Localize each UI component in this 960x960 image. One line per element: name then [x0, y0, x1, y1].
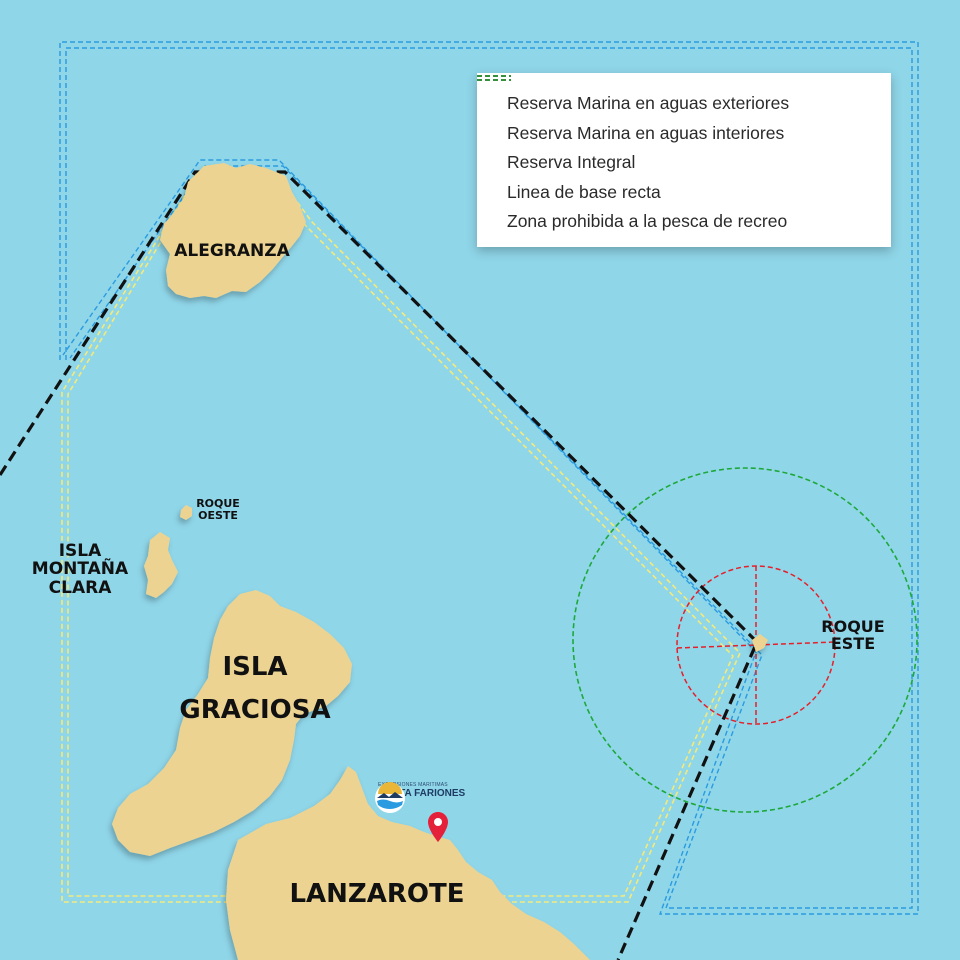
legend-item: Linea de base recta: [477, 75, 891, 208]
label-text: CLARA: [48, 577, 112, 598]
label-lanzarote: LANZAROTE: [262, 880, 492, 908]
island-graciosa: [112, 590, 352, 856]
island-roque-oeste: [180, 505, 192, 520]
integral-reserve: [676, 565, 836, 725]
brand-tagline: EXCURSIONES MARITIMAS: [378, 782, 448, 788]
legend-label: Reserva Marina en aguas interiores: [507, 122, 785, 143]
island-lanzarote: [226, 766, 590, 960]
brand-text: EXCURSIONES MARITIMAS PUNTA FARIONES: [378, 782, 465, 799]
island-montana-clara: [144, 532, 178, 598]
label-roque-este: ROQUE ESTE: [808, 618, 898, 653]
legend-label: Zona prohibida a la pesca de recreo: [507, 211, 788, 232]
no-fishing-zone: [572, 467, 918, 813]
legend-label: Reserva Integral: [507, 152, 636, 173]
straight-baseline: [0, 170, 759, 960]
map-legend: Reserva Marina en aguas exteriores Reser…: [477, 73, 891, 247]
legend-item: Zona prohibida a la pesca de recreo: [477, 75, 891, 237]
label-isla-montana-clara: ISLA MONTAÑA CLARA: [20, 542, 140, 597]
label-roque-oeste: ROQUE OESTE: [188, 498, 248, 522]
brand-logo-icon: [375, 782, 405, 813]
legend-swatch-no-fishing: [477, 75, 511, 81]
legend-item: Reserva Integral: [477, 75, 891, 178]
legend-label: Linea de base recta: [507, 181, 661, 202]
island-roque-este: [752, 634, 768, 652]
outer-reserve-boundary: [59, 41, 919, 915]
label-alegranza: ALEGRANZA: [162, 242, 302, 260]
label-text: GRACIOSA: [179, 694, 331, 725]
label-text: ISLA: [222, 652, 288, 682]
brand-punta-fariones[interactable]: EXCURSIONES MARITIMAS PUNTA FARIONES: [374, 782, 465, 813]
legend-label: Reserva Marina en aguas exteriores: [507, 93, 790, 114]
island-alegranza: [160, 163, 306, 298]
map-pin-icon[interactable]: [428, 812, 448, 842]
legend-item: Reserva Marina en aguas interiores: [477, 75, 891, 149]
label-isla-graciosa: ISLA GRACIOSA: [160, 646, 350, 732]
legend-item: Reserva Marina en aguas exteriores: [477, 75, 891, 119]
label-text: ROQUE: [821, 617, 885, 636]
label-text: ROQUE: [196, 497, 240, 510]
label-text: ESTE: [830, 634, 876, 654]
islands: [112, 163, 768, 960]
label-text: OESTE: [198, 508, 238, 522]
label-text: MONTAÑA: [31, 559, 129, 580]
label-text: ALEGRANZA: [174, 241, 290, 261]
label-text: LANZAROTE: [289, 879, 465, 909]
label-text: ISLA: [58, 541, 102, 561]
brand-name: PUNTA FARIONES: [378, 788, 466, 799]
